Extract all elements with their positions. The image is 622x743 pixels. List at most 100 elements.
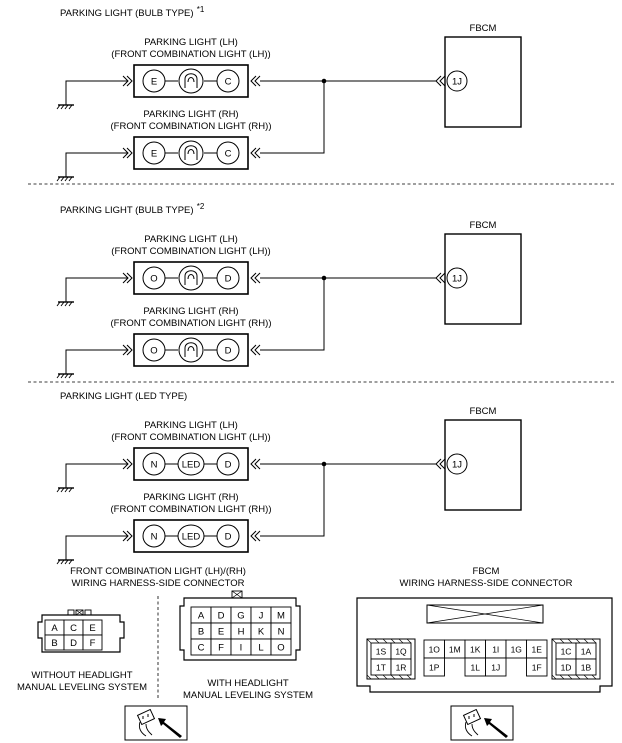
ecu-pin <box>446 453 468 475</box>
fbcm-pin-label: 1L <box>471 663 481 673</box>
ecu-pin-label: 1J <box>452 460 462 471</box>
lamp-lh-label: PARKING LIGHT (LH) <box>144 234 238 245</box>
lamp-lh-sublabel: (FRONT COMBINATION LIGHT (LH)) <box>111 49 270 60</box>
fbcm-pin-label: 1K <box>470 645 481 655</box>
fbcm-pin-label: 1B <box>581 663 592 673</box>
bulb-icon <box>178 337 204 363</box>
connector-pin-label: J <box>259 611 264 622</box>
connector-pin-label: F <box>218 643 224 654</box>
connector-pin-label: C <box>70 623 77 634</box>
fbcm-pin <box>485 657 507 677</box>
fbcm-pin-label: 1A <box>581 647 592 657</box>
without-caption-2: MANUAL LEVELING SYSTEM <box>17 682 147 693</box>
section-title: PARKING LIGHT (BULB TYPE) <box>60 205 194 216</box>
connector-pin-label: E <box>89 623 95 634</box>
fbcm-pin-label: 1E <box>532 645 543 655</box>
fbcm-pin-label: 1P <box>429 663 440 673</box>
fbcm-pin <box>423 657 445 677</box>
with-caption-2: MANUAL LEVELING SYSTEM <box>183 690 313 701</box>
bulb-filament <box>187 346 195 352</box>
bulb-filament <box>184 73 198 88</box>
pin-label: C <box>225 149 232 160</box>
fbcm-pin-label: 1Q <box>395 647 407 657</box>
connector-pin <box>270 638 292 656</box>
fbcm-pin-label: 1R <box>396 663 407 673</box>
lamp-rh-sublabel: (FRONT COMBINATION LIGHT (RH)) <box>111 318 272 329</box>
ground-wire <box>65 535 128 560</box>
fbcm-connector-title-1: FBCM <box>473 566 500 577</box>
connector-pin-label: F <box>90 638 96 649</box>
fbcm-pin-label: 1M <box>449 645 461 655</box>
connector-pin-label: I <box>240 643 243 654</box>
pin-label: C <box>225 77 232 88</box>
fbcm-pin <box>575 658 597 676</box>
ground-wire <box>65 463 128 488</box>
signal-wire <box>260 278 325 351</box>
fbcm-pin-label: 1C <box>561 647 572 657</box>
signal-wire <box>260 81 325 154</box>
connector-pin-label: O <box>277 643 284 654</box>
lamp-lh-sublabel: (FRONT COMBINATION LIGHT (LH)) <box>111 432 270 443</box>
connector-pin <box>82 634 103 651</box>
connector-views: FRONT COMBINATION LIGHT (LH)/(RH) WIRING… <box>17 566 613 741</box>
ground-wire <box>65 80 128 105</box>
lamp-lh-label: PARKING LIGHT (LH) <box>144 37 238 48</box>
ecu-pin <box>446 267 468 289</box>
pin-label: E <box>151 77 157 88</box>
connector-pin-label: L <box>258 643 263 654</box>
signal-wire <box>260 464 325 537</box>
bulb-filament <box>184 270 198 285</box>
splice-point <box>321 461 327 467</box>
fbcm-pin-label: 1D <box>561 663 572 673</box>
fbcm-pin-label: 1J <box>491 663 500 673</box>
connector-pin-label: G <box>237 611 244 622</box>
pin-label: D <box>225 274 232 285</box>
pin-label: D <box>225 532 232 543</box>
connector-pin-label: B <box>198 627 204 638</box>
section-title-note: *2 <box>197 202 205 211</box>
fbcm-pin-label: 1T <box>376 663 386 673</box>
connector-pin-label: E <box>218 627 224 638</box>
circuit-section-1: PARKING LIGHT (BULB TYPE)*1FBCM1JPARKING… <box>56 5 522 182</box>
connector-view-icon <box>450 705 514 741</box>
connector-view-icon <box>124 705 188 741</box>
parking-light-rh: N D LED <box>133 519 249 553</box>
section-title-note: *1 <box>197 5 205 14</box>
without-caption-1: WITHOUT HEADLIGHT <box>31 670 132 681</box>
lamp-rh-sublabel: (FRONT COMBINATION LIGHT (RH)) <box>111 121 272 132</box>
lamp-lh-label: PARKING LIGHT (LH) <box>144 420 238 431</box>
front-connector-title-1: FRONT COMBINATION LIGHT (LH)/(RH) <box>70 566 246 577</box>
fbcm-pin <box>526 657 548 677</box>
pin-label: O <box>150 346 157 357</box>
front-connector-title-2: WIRING HARNESS-SIDE CONNECTOR <box>72 578 245 589</box>
pin-label: N <box>151 532 158 543</box>
led-label: LED <box>182 460 201 471</box>
lamp-lh-sublabel: (FRONT COMBINATION LIGHT (LH)) <box>111 246 270 257</box>
section-title: PARKING LIGHT (LED TYPE) <box>60 391 187 402</box>
led-element <box>177 452 205 476</box>
connector-pin-label: D <box>218 611 225 622</box>
ecu-pin-label: 1J <box>452 274 462 285</box>
fbcm-connector-title-2: WIRING HARNESS-SIDE CONNECTOR <box>400 578 573 589</box>
ground-wire <box>65 277 128 302</box>
parking-light-lh: N D LED <box>133 447 249 481</box>
ground-wire <box>65 152 128 177</box>
bulb-filament <box>187 149 195 155</box>
pin-label: N <box>151 460 158 471</box>
connector-pin-label: A <box>198 611 205 622</box>
fbcm-pin-label: 1I <box>492 645 499 655</box>
ecu-pin <box>446 70 468 92</box>
bulb-filament <box>184 145 198 160</box>
pin-label: D <box>225 460 232 471</box>
fbcm-pin-label: 1G <box>511 645 522 655</box>
connector-pin-label: H <box>238 627 245 638</box>
led-label: LED <box>182 532 201 543</box>
circuit-sections: PARKING LIGHT (BULB TYPE)*1FBCM1JPARKING… <box>56 5 522 565</box>
connector-pin-label: K <box>258 627 265 638</box>
